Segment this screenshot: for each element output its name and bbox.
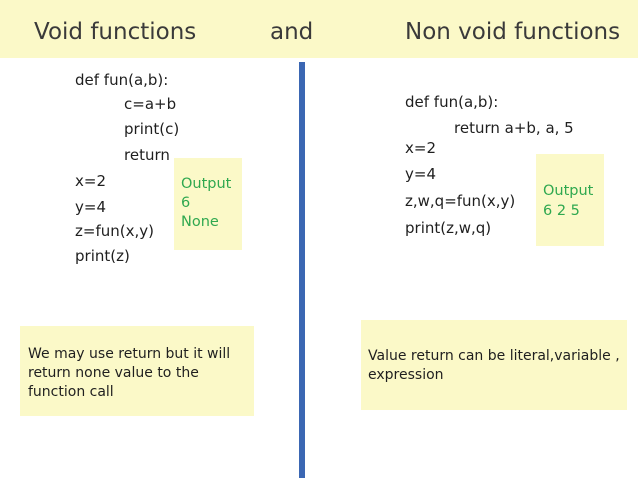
code-line: c=a+b xyxy=(124,95,177,113)
code-line: print(z) xyxy=(75,247,130,265)
void-note-box xyxy=(20,326,254,416)
output-value: None xyxy=(181,214,219,230)
output-label: Output xyxy=(543,183,594,199)
code-line: z,w,q=fun(x,y) xyxy=(405,192,516,210)
title-banner: Void functions and Non void functions xyxy=(0,0,638,58)
void-output-box xyxy=(174,158,242,250)
code-line: print(c) xyxy=(124,120,180,138)
code-line: x=2 xyxy=(405,139,436,157)
code-line: print(z,w,q) xyxy=(405,219,492,237)
code-line: def fun(a,b): xyxy=(405,93,499,111)
output-value: 6 xyxy=(181,195,191,211)
code-line: y=4 xyxy=(75,198,106,216)
non-void-note-text: Value return can be literal,variable , e… xyxy=(368,348,620,383)
code-line: def fun(a,b): xyxy=(75,71,169,89)
non-void-note-box xyxy=(361,320,627,410)
code-line: return a+b, a, 5 xyxy=(454,119,574,137)
code-line: return xyxy=(124,146,170,164)
non-void-functions-title: Non void functions xyxy=(405,19,621,45)
non-void-output-box xyxy=(536,154,604,246)
vertical-divider xyxy=(299,62,305,478)
output-label: Output xyxy=(181,176,232,192)
output-value: 6 2 5 xyxy=(543,203,580,219)
code-line: y=4 xyxy=(405,165,436,183)
code-line: x=2 xyxy=(75,172,106,190)
and-word: and xyxy=(270,19,314,45)
code-line: z=fun(x,y) xyxy=(75,222,154,240)
void-note-text: We may use return but it will return non… xyxy=(28,346,231,400)
void-functions-title: Void functions xyxy=(34,19,197,45)
